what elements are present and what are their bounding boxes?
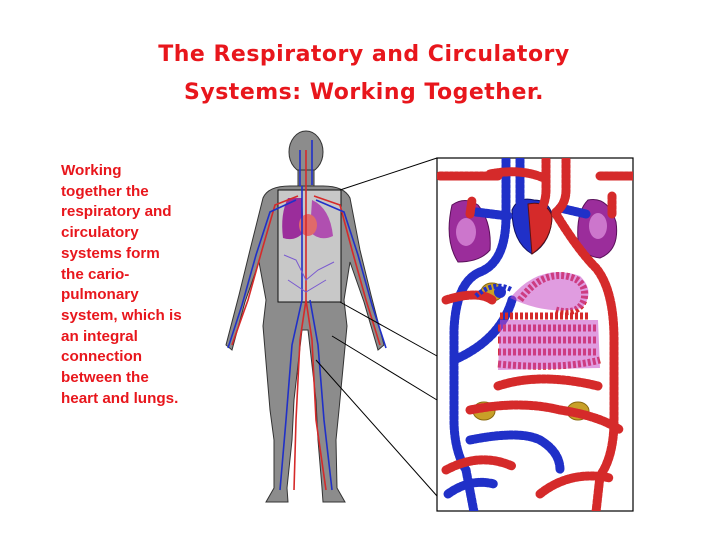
body-silhouette xyxy=(226,131,384,502)
circulation-detail-diagram xyxy=(437,158,633,512)
human-body-circulation-icon xyxy=(226,131,386,502)
